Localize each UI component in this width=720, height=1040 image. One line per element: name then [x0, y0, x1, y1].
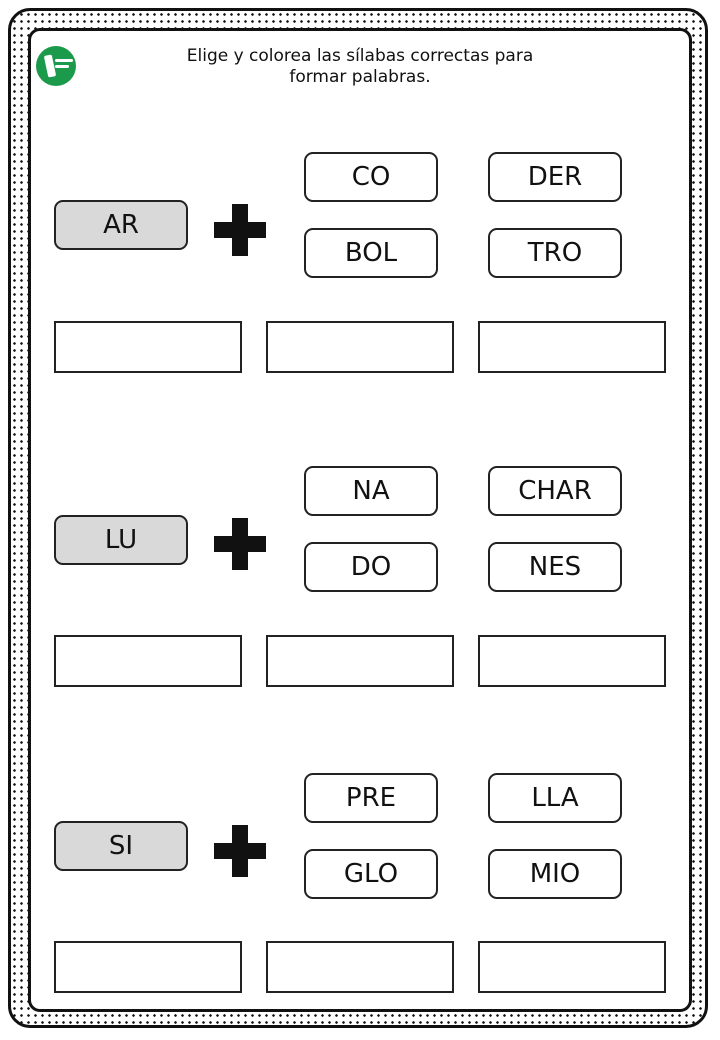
syllable-option[interactable]: NES: [488, 542, 622, 592]
answer-box[interactable]: [266, 635, 454, 687]
syllable-option[interactable]: LLA: [488, 773, 622, 823]
answer-box[interactable]: [478, 321, 666, 373]
syllable-option[interactable]: DER: [488, 152, 622, 202]
answer-box[interactable]: [54, 941, 242, 993]
answer-box[interactable]: [478, 635, 666, 687]
syllable-option[interactable]: CHAR: [488, 466, 622, 516]
syllable-option[interactable]: PRE: [304, 773, 438, 823]
plus-icon: [214, 825, 266, 877]
instructions-line-2: formar palabras.: [289, 67, 431, 87]
pencil-logo-icon: [36, 46, 76, 86]
exercise-1: AR CO DER BOL TRO: [0, 150, 720, 390]
plus-icon: [214, 518, 266, 570]
syllable-option[interactable]: CO: [304, 152, 438, 202]
answer-box[interactable]: [54, 321, 242, 373]
syllable-option[interactable]: NA: [304, 466, 438, 516]
answer-box[interactable]: [266, 941, 454, 993]
answer-box[interactable]: [266, 321, 454, 373]
exercise-2: LU NA CHAR DO NES: [0, 464, 720, 704]
instructions-line-1: Elige y colorea las sílabas correctas pa…: [186, 46, 534, 66]
base-syllable: LU: [54, 515, 188, 565]
answer-box[interactable]: [54, 635, 242, 687]
base-syllable: AR: [54, 200, 188, 250]
syllable-option[interactable]: TRO: [488, 228, 622, 278]
instructions-text: Elige y colorea las sílabas correctas pa…: [120, 46, 600, 88]
syllable-option[interactable]: DO: [304, 542, 438, 592]
exercise-3: SI PRE LLA GLO MIO: [0, 771, 720, 1011]
answer-box[interactable]: [478, 941, 666, 993]
syllable-option[interactable]: GLO: [304, 849, 438, 899]
syllable-option[interactable]: BOL: [304, 228, 438, 278]
syllable-option[interactable]: MIO: [488, 849, 622, 899]
plus-icon: [214, 204, 266, 256]
base-syllable: SI: [54, 821, 188, 871]
